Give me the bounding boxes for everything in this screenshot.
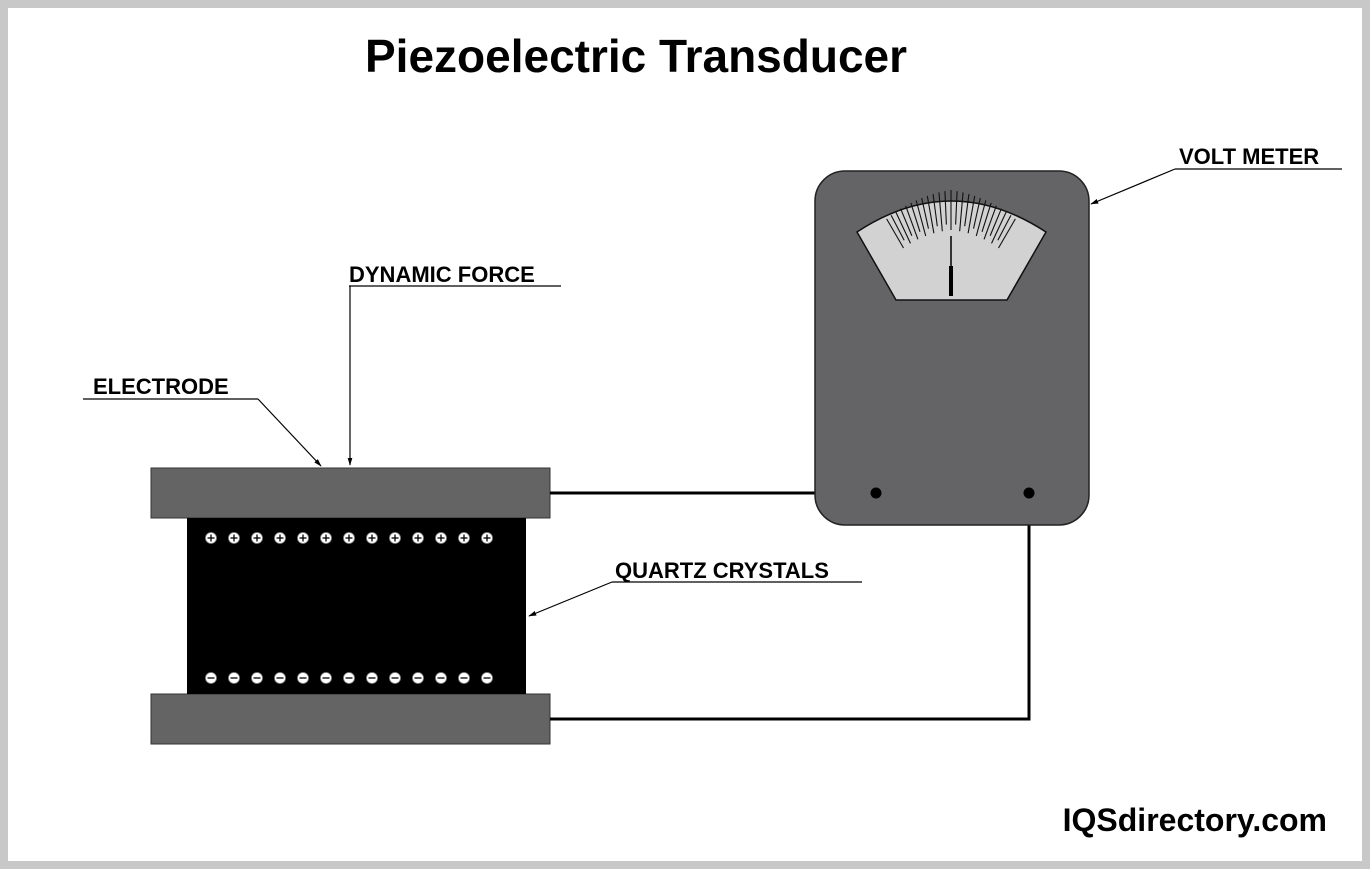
label-quartz-crystals: QUARTZ CRYSTALS	[615, 558, 829, 583]
meter-tick	[997, 215, 1012, 241]
terminal-positive	[870, 487, 882, 499]
label-volt-meter: VOLT METER	[1179, 144, 1319, 169]
leader-volt-meter	[1090, 168, 1176, 205]
meter-tick	[972, 197, 981, 229]
watermark: IQSdirectory.com	[1063, 802, 1327, 838]
meter-tick	[944, 191, 947, 225]
label-dynamic-force: DYNAMIC FORCE	[349, 262, 535, 287]
meter-tick	[905, 205, 919, 240]
meter-tick	[959, 192, 964, 232]
meter-tick	[983, 205, 997, 240]
meter-tick	[975, 200, 987, 237]
meter-tick	[964, 193, 970, 227]
meter-tick	[895, 211, 911, 244]
wire-bottom	[550, 493, 1031, 721]
meter-tick	[998, 218, 1016, 249]
quartz-crystal-block	[187, 518, 526, 694]
meter-tick	[967, 195, 976, 234]
diagram-title: Piezoelectric Transducer	[365, 30, 907, 82]
meter-tick	[921, 197, 930, 229]
meter-tick	[981, 202, 992, 233]
meter-tick	[991, 211, 1007, 244]
meter-tick	[900, 208, 913, 236]
meter-tick	[910, 202, 921, 233]
label-electrode: ELECTRODE	[93, 374, 229, 399]
meter-tick	[890, 215, 905, 241]
leader-quartz-crystals	[528, 581, 613, 617]
meter-tick	[989, 208, 1002, 236]
crystal-row-negative	[205, 672, 493, 684]
leader-electrode	[257, 398, 322, 467]
terminal-negative	[1023, 487, 1035, 499]
meter-tick	[955, 191, 958, 225]
meter-tick	[915, 200, 927, 237]
electrode-bottom	[150, 693, 551, 745]
meter-tick	[938, 192, 943, 232]
meter-tick	[926, 195, 935, 234]
meter-tick	[886, 218, 904, 249]
volt-meter-ticks	[886, 190, 1016, 249]
electrode-top	[150, 467, 551, 519]
crystal-row-positive	[205, 532, 493, 544]
meter-tick	[932, 193, 938, 227]
